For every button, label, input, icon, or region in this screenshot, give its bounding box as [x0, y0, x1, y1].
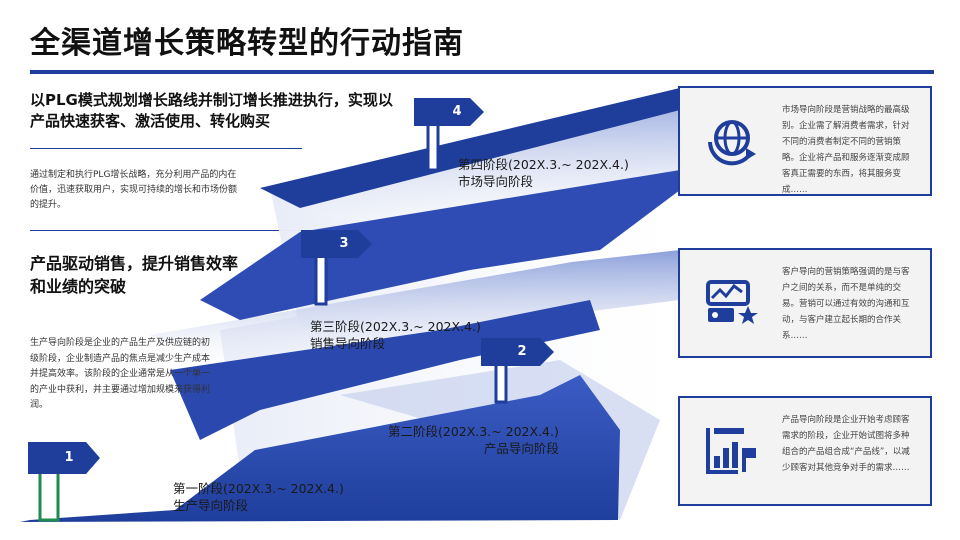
road-segment-1	[20, 375, 620, 522]
signpost-4	[414, 98, 484, 172]
card-text: 产品导向阶段是企业开始考虑顾客需求的阶段，企业开始试图将多种组合的产品组合成“产…	[782, 415, 910, 473]
title-divider	[30, 70, 934, 74]
stage-period: 第三阶段(202X.3.~ 202X.4.)	[310, 319, 481, 334]
info-card-product: 产品导向阶段是企业开始考虑顾客需求的阶段，企业开始试图将多种组合的产品组合成“产…	[678, 396, 932, 506]
stage-period: 第二阶段(202X.3.~ 202X.4.)	[388, 424, 559, 439]
stage-name: 产品导向阶段	[483, 441, 559, 456]
stage-label-4: 第四阶段(202X.3.~ 202X.4.) 市场导向阶段	[458, 156, 629, 190]
card-text: 市场导向阶段是营销战略的最高级别。企业需了解消费者需求，针对不同的消费者制定不同…	[782, 105, 910, 195]
info-card-customer: 客户导向的营销策略强调的是与客户之间的关系，而不是单纯的交易。营销可以通过有效的…	[678, 248, 932, 358]
left-subtitle-sales: 产品驱动销售，提升销售效率和业绩的突破	[30, 254, 239, 296]
stage-label-3: 第三阶段(202X.3.~ 202X.4.) 销售导向阶段	[310, 318, 481, 352]
road-segment-2	[170, 300, 600, 440]
stage-name: 市场导向阶段	[458, 174, 534, 189]
stage-number-2: 2	[517, 344, 527, 359]
stage-period: 第一阶段(202X.3.~ 202X.4.)	[173, 481, 344, 496]
left-paragraph-plg: 通过制定和执行PLG增长战略，充分利用产品的内在价值，迅速获取用户，实现可持续的…	[30, 170, 238, 210]
info-card-market: 市场导向阶段是营销战略的最高级别。企业需了解消费者需求，针对不同的消费者制定不同…	[678, 86, 932, 196]
signpost-2	[481, 338, 554, 404]
stage-name: 生产导向阶段	[173, 498, 249, 513]
left-paragraph-production: 生产导向阶段是企业的产品生产及供应链的初级阶段，企业制造产品的焦点是减少生产成本…	[30, 338, 211, 410]
stage-number-1: 1	[64, 450, 74, 465]
stage-number-4: 4	[452, 104, 462, 119]
stage-label-1: 第一阶段(202X.3.~ 202X.4.) 生产导向阶段	[173, 480, 344, 514]
bar-chart-product-icon	[706, 428, 756, 474]
signpost-3	[301, 230, 372, 306]
road-segment-4	[260, 88, 680, 208]
card-text: 客户导向的营销策略强调的是与客户之间的关系，而不是单纯的交易。营销可以通过有效的…	[782, 267, 910, 341]
divider	[30, 148, 302, 149]
stage-period: 第四阶段(202X.3.~ 202X.4.)	[458, 157, 629, 172]
signpost-1	[28, 442, 100, 522]
globe-refresh-icon	[708, 120, 756, 166]
stage-name: 销售导向阶段	[310, 336, 386, 351]
road-riser-3	[150, 250, 680, 370]
stage-label-2: 第二阶段(202X.3.~ 202X.4.) 产品导向阶段	[388, 423, 559, 457]
left-subtitle-plg: 以PLG模式规划增长路线并制订增长推进执行，实现以产品快速获客、激活使用、转化购…	[30, 91, 393, 130]
page-title: 全渠道增长策略转型的行动指南	[30, 26, 464, 61]
divider	[30, 230, 302, 231]
dashboard-star-icon	[706, 280, 758, 324]
stage-number-3: 3	[339, 236, 349, 251]
